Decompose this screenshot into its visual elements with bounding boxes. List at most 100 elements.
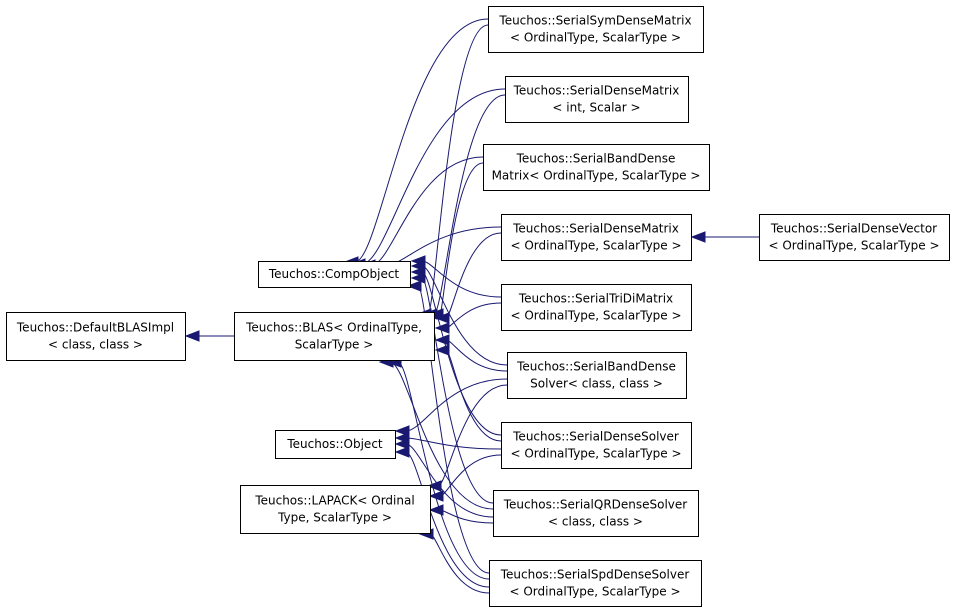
class-box[interactable] [258, 261, 411, 288]
class-node-serial-dense-solver[interactable]: Teuchos::SerialDenseSolver< OrdinalType,… [501, 422, 692, 469]
edge-line [445, 349, 502, 442]
class-name-line: Teuchos::SerialTriDiMatrix [518, 292, 673, 306]
class-box[interactable] [483, 144, 710, 191]
class-box[interactable] [240, 485, 431, 534]
class-name-line: Type, ScalarType > [277, 511, 392, 525]
class-node-serial-spd-dense-solver[interactable]: Teuchos::SerialSpdDenseSolver< OrdinalTy… [489, 560, 702, 607]
edge-line [427, 24, 489, 315]
inheritance-edge-serial-dense-solver-to-lapack [428, 454, 502, 502]
class-box[interactable] [6, 312, 186, 361]
edge-arrowhead [410, 272, 426, 284]
class-box[interactable] [275, 430, 396, 459]
class-name-line: < OrdinalType, ScalarType > [509, 585, 680, 599]
inheritance-edge-blas-to-default-blas-impl [184, 330, 234, 342]
class-node-serial-dense-vector[interactable]: Teuchos::SerialDenseVector< OrdinalType,… [759, 214, 950, 261]
edge-line [421, 260, 502, 298]
class-box[interactable] [493, 490, 699, 537]
class-node-serial-sym-dense-matrix[interactable]: Teuchos::SerialSymDenseMatrix< OrdinalTy… [488, 6, 704, 53]
class-box[interactable] [488, 6, 704, 53]
class-name-line: < OrdinalType, ScalarType > [510, 447, 681, 461]
edge-arrowhead [690, 231, 706, 243]
edge-arrowhead [426, 480, 442, 492]
edge-arrowhead [184, 330, 200, 342]
class-name-line: ScalarType > [295, 338, 374, 352]
class-name-line: Teuchos::Object [286, 437, 383, 451]
class-box[interactable] [489, 560, 702, 607]
class-name-line: Teuchos::SerialBandDense [516, 360, 676, 374]
class-node-default-blas-impl[interactable]: Teuchos::DefaultBLASImpl< class, class > [6, 312, 186, 361]
class-name-line: Teuchos::BLAS< OrdinalType, [245, 321, 422, 335]
class-box[interactable] [505, 76, 689, 123]
class-name-line: < class, class > [548, 515, 643, 529]
edge-line [433, 94, 506, 315]
class-name-line: < class, class > [48, 338, 143, 352]
class-name-line: < int, Scalar > [552, 101, 640, 115]
edge-line [429, 533, 490, 594]
inheritance-edge-serial-band-dense-matrix-to-comp-object [360, 156, 484, 271]
inheritance-edge-serial-dense-matrix-to-blas [434, 232, 502, 324]
inheritance-edge-serial-qr-dense-solver-to-comp-object [410, 272, 494, 504]
class-name-line: Matrix< OrdinalType, ScalarType > [492, 169, 701, 183]
class-name-line: Teuchos::SerialSymDenseMatrix [498, 14, 691, 28]
edge-line [439, 162, 484, 315]
class-name-line: < OrdinalType, ScalarType > [510, 31, 681, 45]
class-name-line: Teuchos::SerialSpdDenseSolver [500, 568, 690, 582]
edge-line [397, 361, 490, 580]
class-node-serial-dense-matrix[interactable]: Teuchos::SerialDenseMatrix< OrdinalType,… [501, 214, 692, 261]
class-name-line: < OrdinalType, ScalarType > [510, 239, 681, 253]
inheritance-edge-serial-sym-dense-matrix-to-comp-object [343, 18, 489, 268]
inheritance-edge-serial-spd-dense-solver-to-comp-object [406, 280, 490, 574]
edge-line [405, 443, 494, 518]
inheritance-edge-serial-qr-dense-solver-to-object [394, 438, 494, 518]
edge-line [445, 339, 508, 372]
edge-arrowhead [434, 322, 450, 334]
class-node-object[interactable]: Teuchos::Object [275, 430, 396, 459]
class-node-blas[interactable]: Teuchos::BLAS< OrdinalType,ScalarType > [234, 312, 435, 361]
class-name-line: Teuchos::SerialDenseSolver [512, 430, 679, 444]
class-box[interactable] [501, 422, 692, 469]
inheritance-edge-serial-dense-solver-to-blas [434, 344, 502, 442]
class-name-line: Teuchos::SerialDenseVector [770, 222, 937, 236]
inheritance-edge-serial-dense-vector-to-serial-dense-matrix [690, 231, 759, 243]
edge-line [417, 285, 490, 574]
class-name-line: Teuchos::LAPACK< Ordinal [254, 494, 414, 508]
class-name-line: Teuchos::SerialQRDenseSolver [503, 498, 688, 512]
edge-line [437, 384, 508, 487]
edge-line [405, 451, 490, 588]
edge-arrowhead [428, 490, 444, 502]
inheritance-edge-serial-spd-dense-solver-to-object [394, 446, 490, 588]
class-name-line: Teuchos::SerialDenseMatrix [512, 222, 679, 236]
edge-line [389, 361, 494, 510]
class-box[interactable] [234, 312, 435, 361]
edge-line [361, 88, 506, 265]
inheritance-edge-serial-band-dense-solver-to-blas [434, 334, 508, 372]
edge-arrowhead [394, 425, 410, 437]
edge-line [445, 302, 502, 329]
edge-line [371, 156, 484, 266]
class-box[interactable] [507, 352, 687, 399]
class-box[interactable] [759, 214, 950, 261]
inheritance-edge-serial-dense-matrix-int-to-blas [422, 94, 506, 320]
edge-line [421, 265, 508, 366]
class-name-line: Teuchos::SerialDenseMatrix [513, 84, 680, 98]
class-node-comp-object[interactable]: Teuchos::CompObject [258, 261, 411, 288]
class-node-serial-dense-matrix-int[interactable]: Teuchos::SerialDenseMatrix< int, Scalar … [505, 76, 689, 123]
edge-arrowhead [394, 446, 410, 458]
node-layer: Teuchos::DefaultBLASImpl< class, class >… [6, 6, 950, 607]
edge-line [354, 18, 489, 263]
edge-arrowhead [434, 312, 450, 324]
edge-line [445, 232, 502, 319]
edge-line [405, 437, 502, 450]
class-name-line: Teuchos::SerialBandDense [516, 152, 676, 166]
class-box[interactable] [501, 284, 692, 331]
class-node-lapack[interactable]: Teuchos::LAPACK< OrdinalType, ScalarType… [240, 485, 431, 534]
inheritance-edge-serial-band-dense-solver-to-lapack [426, 384, 508, 492]
class-node-serial-tridi-matrix[interactable]: Teuchos::SerialTriDiMatrix< OrdinalType,… [501, 284, 692, 331]
edge-arrowhead [428, 504, 444, 516]
class-box[interactable] [501, 214, 692, 261]
class-node-serial-qr-dense-solver[interactable]: Teuchos::SerialQRDenseSolver< class, cla… [493, 490, 699, 537]
edge-arrowhead [394, 438, 410, 450]
